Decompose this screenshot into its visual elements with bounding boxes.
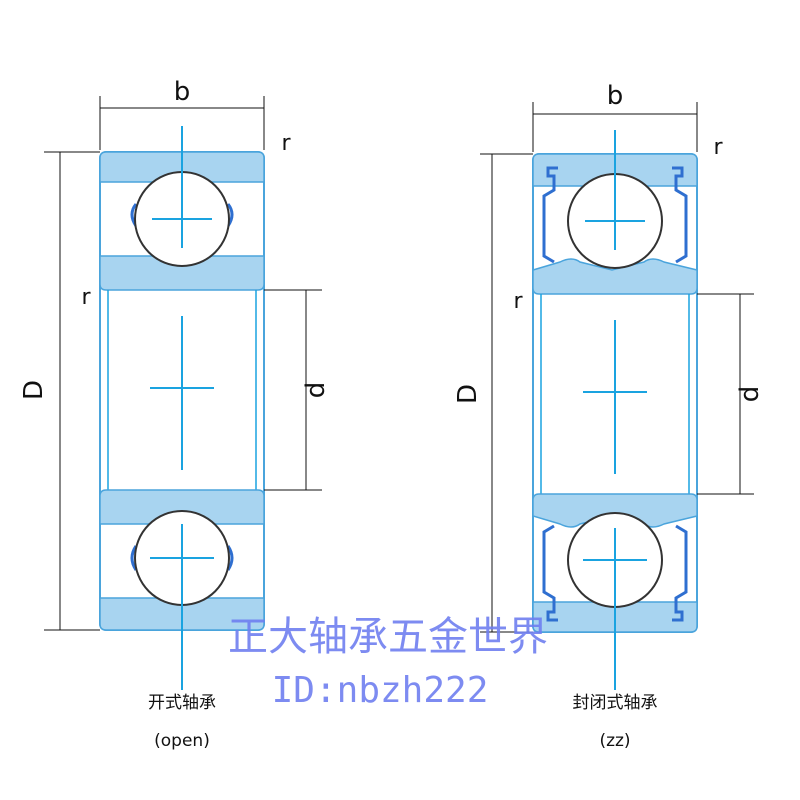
- zz-caption-cn: 封闭式轴承: [573, 693, 658, 713]
- open-caption-code: (open): [154, 731, 210, 751]
- open-dim-D: D: [19, 380, 49, 400]
- zz-dim-r-side: r: [513, 289, 523, 314]
- open-dim-r-side: r: [81, 285, 91, 310]
- zz-top-shield-right: [672, 166, 688, 264]
- zz-caption-code: (zz): [599, 731, 630, 751]
- open-bottom-cage-right: [226, 545, 234, 571]
- zz-bottom-shield-right: [672, 524, 688, 622]
- open-caption-cn: 开式轴承: [148, 693, 216, 713]
- open-bottom-cage-left: [130, 545, 138, 571]
- zz-dim-r-top: r: [713, 135, 723, 160]
- open-bottom-inner-ring: [99, 489, 265, 525]
- zz-dim-D: D: [453, 384, 483, 404]
- zz-top-shield-left: [542, 166, 558, 264]
- zz-bottom-shield-left: [542, 524, 558, 622]
- watermark-line2: ID:nbzh222: [272, 670, 489, 711]
- open-dim-d: d: [301, 382, 331, 399]
- watermark-line1: 正大轴承五金世界: [228, 614, 548, 660]
- open-bearing-section: b D d r r 开式轴承 (open): [19, 77, 331, 751]
- open-dim-r-top: r: [281, 131, 291, 156]
- zz-bearing-section: b D d r r 封闭式轴承 (zz): [453, 81, 765, 751]
- zz-top-inner-ring: [532, 258, 698, 295]
- zz-dim-d: d: [735, 386, 765, 403]
- open-dim-b: b: [174, 77, 191, 107]
- open-top-inner-ring: [99, 255, 265, 291]
- zz-dim-b: b: [607, 81, 624, 111]
